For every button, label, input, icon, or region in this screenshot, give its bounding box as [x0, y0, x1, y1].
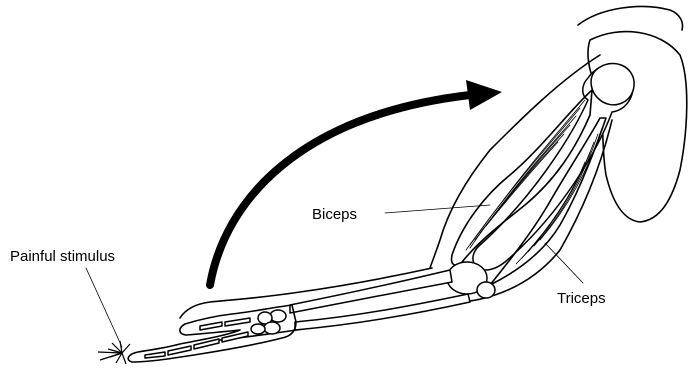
label-biceps: Biceps: [312, 206, 357, 223]
stimulus-burst-icon: [98, 341, 130, 364]
withdrawal-arrow-curve: [210, 95, 470, 285]
carpal-bones: [251, 310, 286, 334]
elbow-olecranon: [477, 282, 495, 298]
label-triceps: Triceps: [557, 290, 606, 307]
label-painful-stimulus: Painful stimulus: [10, 248, 115, 265]
collarbone: [578, 6, 683, 30]
triceps-leader-line: [545, 243, 583, 283]
humerus-head: [591, 63, 634, 104]
finger-bones: [145, 318, 250, 358]
withdrawal-arrow-head: [466, 80, 502, 110]
stimulus-leader-line: [86, 268, 122, 347]
